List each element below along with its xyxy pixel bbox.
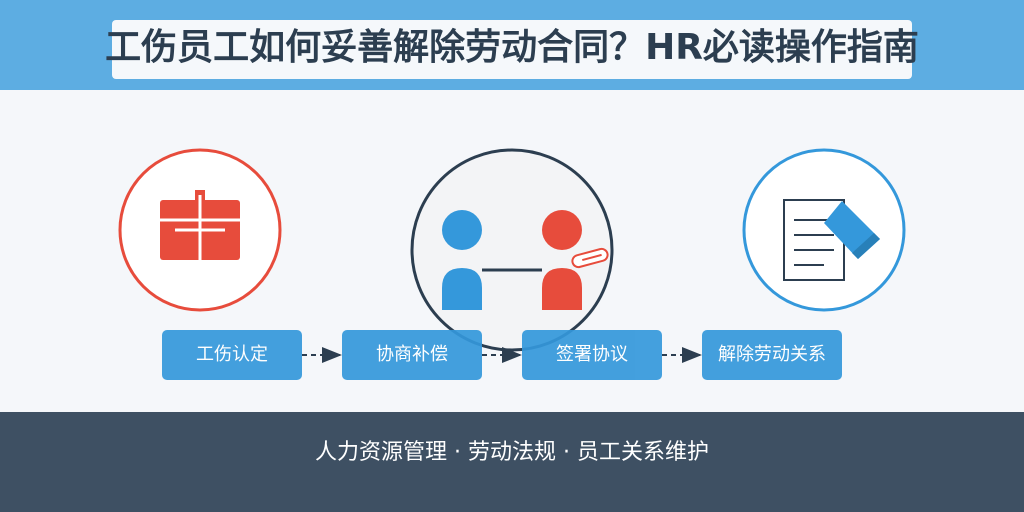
step-injury-recognition: 工伤认定 bbox=[162, 330, 302, 380]
first-aid-kit-icon bbox=[118, 148, 282, 312]
page-title: 工伤员工如何妥善解除劳动合同？HR必读操作指南 bbox=[105, 27, 919, 68]
step-sign-agreement: 签署协议 bbox=[522, 330, 662, 380]
step-compensation-negotiation: 协商补偿 bbox=[342, 330, 482, 380]
step-terminate-relationship: 解除劳动关系 bbox=[702, 330, 842, 380]
footer-text: 人力资源管理 · 劳动法规 · 员工关系维护 bbox=[315, 440, 709, 465]
two-people-negotiation-icon bbox=[410, 148, 614, 352]
footer: 人力资源管理 · 劳动法规 · 员工关系维护 bbox=[0, 412, 1024, 512]
title-box bbox=[112, 20, 912, 79]
document-pen-icon bbox=[742, 148, 906, 312]
